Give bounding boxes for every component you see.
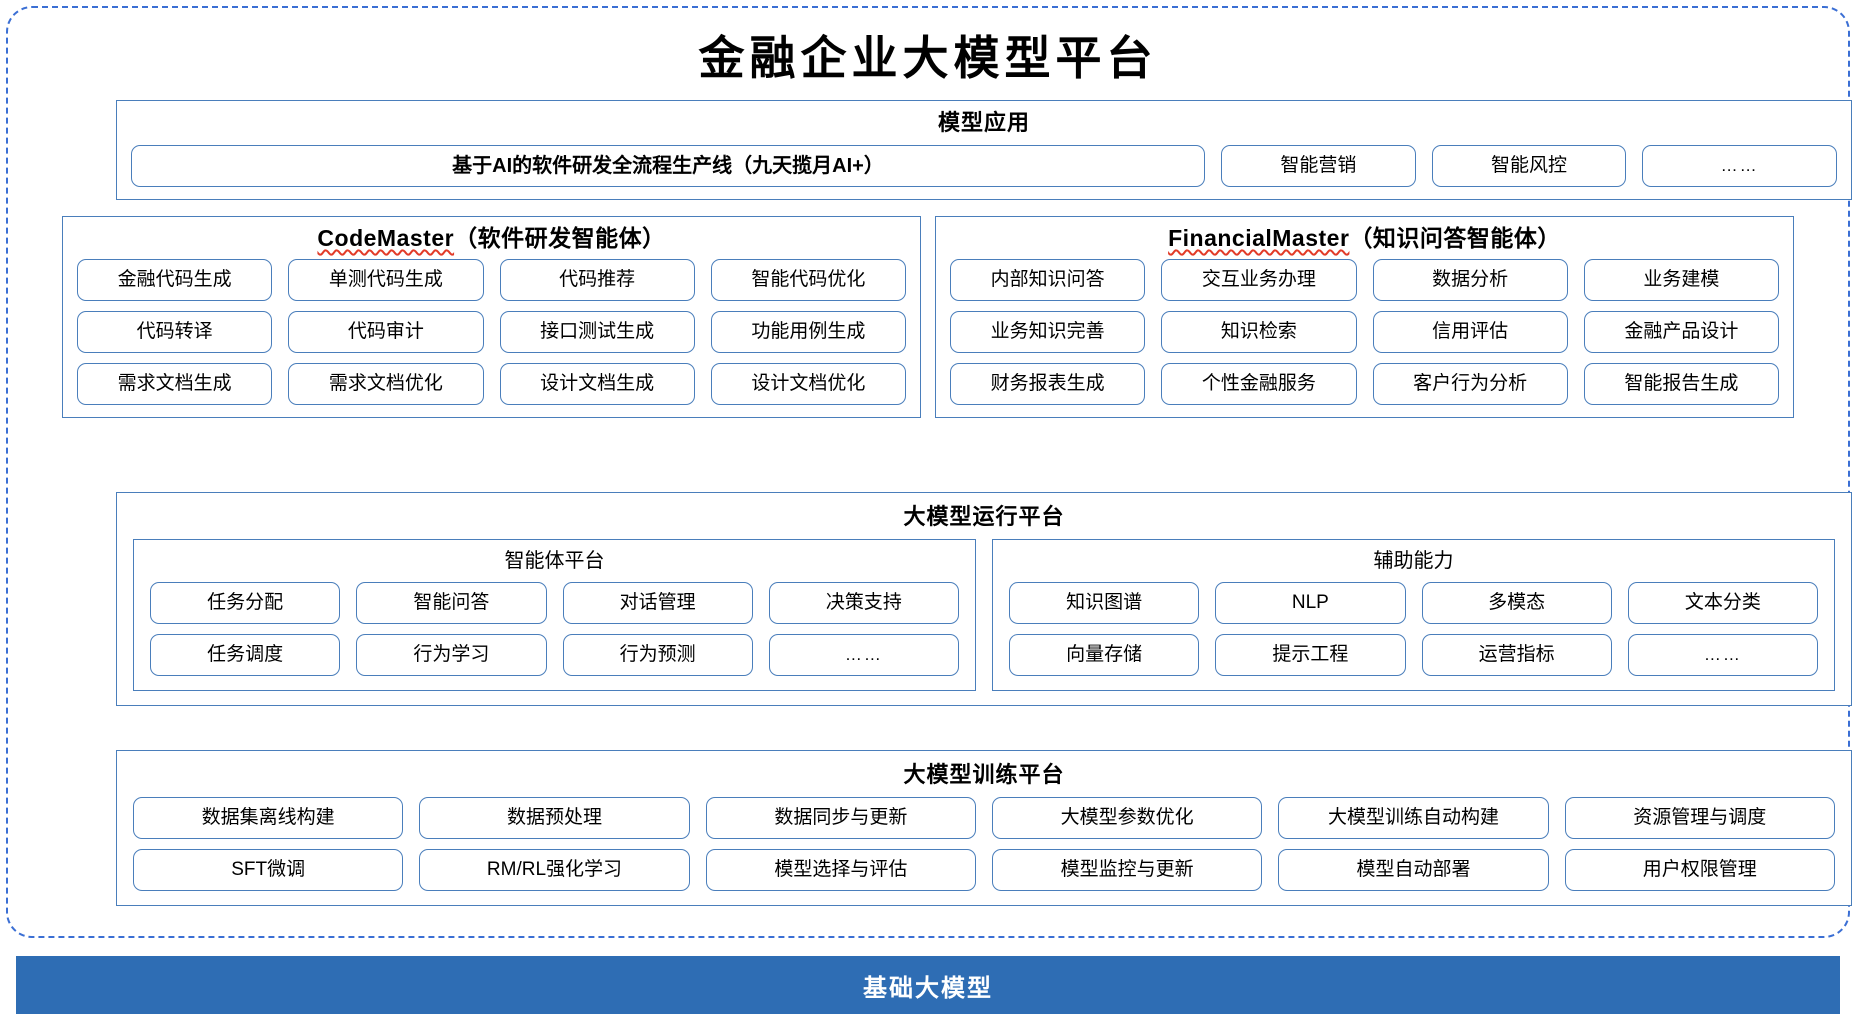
runtime-column-title-auxiliary-capabilities: 辅助能力 xyxy=(1373,550,1454,573)
training-item[interactable]: 数据集离线构建 xyxy=(133,797,404,840)
section-title-training-platform: 大模型训练平台 xyxy=(903,762,1065,787)
agent-item[interactable]: 数据分析 xyxy=(1372,259,1568,302)
agent-item[interactable]: 业务知识完善 xyxy=(950,311,1146,354)
runtime-item[interactable]: 智能问答 xyxy=(356,582,547,625)
agent-item[interactable]: 需求文档生成 xyxy=(77,363,273,406)
section-runtime-platform: 大模型运行平台 智能体平台 任务分配 智能问答 对话管理 决策支持 任务调度 行… xyxy=(116,492,1852,707)
agent-item[interactable]: 金融代码生成 xyxy=(77,259,273,302)
app-item-production-line[interactable]: 基于AI的软件研发全流程生产线（九天揽月AI+） xyxy=(131,145,1205,188)
base-model-label: 基础大模型 xyxy=(863,974,993,1002)
runtime-item[interactable]: 行为学习 xyxy=(356,634,547,677)
agent-item[interactable]: 设计文档优化 xyxy=(710,363,906,406)
runtime-item[interactable]: 知识图谱 xyxy=(1009,582,1200,625)
runtime-columns: 智能体平台 任务分配 智能问答 对话管理 决策支持 任务调度 行为学习 行为预测… xyxy=(133,539,1835,692)
runtime-item[interactable]: NLP xyxy=(1215,582,1406,625)
agent-item[interactable]: 代码转译 xyxy=(77,311,273,354)
training-item[interactable]: 数据同步与更新 xyxy=(705,797,976,840)
runtime-item[interactable]: 运营指标 xyxy=(1421,634,1612,677)
training-item[interactable]: SFT微调 xyxy=(133,849,404,892)
agent-item[interactable]: 设计文档生成 xyxy=(499,363,695,406)
section-training-platform: 大模型训练平台 数据集离线构建 数据预处理 数据同步与更新 大模型参数优化 大模… xyxy=(116,750,1852,907)
base-model-bar: 基础大模型 xyxy=(16,956,1840,1014)
runtime-row: 向量存储 提示工程 运营指标 …… xyxy=(1009,634,1818,677)
outer-dashed-frame: 金融企业大模型平台 模型应用 基于AI的软件研发全流程生产线（九天揽月AI+） … xyxy=(6,6,1852,938)
runtime-item[interactable]: 决策支持 xyxy=(768,582,959,625)
runtime-item[interactable]: 对话管理 xyxy=(562,582,753,625)
agent-item[interactable]: 代码审计 xyxy=(288,311,484,354)
runtime-item[interactable]: 文本分类 xyxy=(1627,582,1818,625)
training-row: SFT微调 RM/RL强化学习 模型选择与评估 模型监控与更新 模型自动部署 用… xyxy=(133,849,1835,892)
training-item[interactable]: 模型自动部署 xyxy=(1278,849,1549,892)
agent-row: 金融代码生成 单测代码生成 代码推荐 智能代码优化 xyxy=(77,259,906,302)
runtime-row: 任务分配 智能问答 对话管理 决策支持 xyxy=(150,582,959,625)
agent-row: 代码转译 代码审计 接口测试生成 功能用例生成 xyxy=(77,311,906,354)
agent-row: 财务报表生成 个性金融服务 客户行为分析 智能报告生成 xyxy=(950,363,1779,406)
agent-item[interactable]: 交互业务办理 xyxy=(1161,259,1357,302)
app-item-more[interactable]: …… xyxy=(1642,145,1838,188)
runtime-item[interactable]: 向量存储 xyxy=(1009,634,1200,677)
agent-item[interactable]: 代码推荐 xyxy=(499,259,695,302)
section-title-runtime-platform: 大模型运行平台 xyxy=(903,504,1065,529)
training-item[interactable]: 用户权限管理 xyxy=(1564,849,1835,892)
agent-row: 内部知识问答 交互业务办理 数据分析 业务建模 xyxy=(950,259,1779,302)
app-item-smart-risk-control[interactable]: 智能风控 xyxy=(1431,145,1627,188)
agent-item[interactable]: 内部知识问答 xyxy=(950,259,1146,302)
agent-item[interactable]: 智能报告生成 xyxy=(1583,363,1779,406)
training-item[interactable]: 大模型训练自动构建 xyxy=(1278,797,1549,840)
runtime-item[interactable]: 提示工程 xyxy=(1215,634,1406,677)
runtime-column-agent-platform: 智能体平台 任务分配 智能问答 对话管理 决策支持 任务调度 行为学习 行为预测… xyxy=(133,539,976,692)
section-title-model-application: 模型应用 xyxy=(937,110,1030,135)
agent-card-financialmaster: FinancialMaster（知识问答智能体） 内部知识问答 交互业务办理 数… xyxy=(935,216,1794,419)
runtime-row: 知识图谱 NLP 多模态 文本分类 xyxy=(1009,582,1818,625)
runtime-column-auxiliary-capabilities: 辅助能力 知识图谱 NLP 多模态 文本分类 向量存储 提示工程 运营指标 …… xyxy=(992,539,1835,692)
agent-item[interactable]: 单测代码生成 xyxy=(288,259,484,302)
agent-item[interactable]: 客户行为分析 xyxy=(1372,363,1568,406)
agent-item[interactable]: 个性金融服务 xyxy=(1161,363,1357,406)
agent-item[interactable]: 信用评估 xyxy=(1372,311,1568,354)
training-row: 数据集离线构建 数据预处理 数据同步与更新 大模型参数优化 大模型训练自动构建 … xyxy=(133,797,1835,840)
agent-name-cn-codemaster: （软件研发智能体） xyxy=(454,225,666,251)
training-item[interactable]: 大模型参数优化 xyxy=(991,797,1263,840)
agent-item[interactable]: 业务建模 xyxy=(1583,259,1779,302)
agent-item[interactable]: 需求文档优化 xyxy=(288,363,484,406)
training-item[interactable]: 资源管理与调度 xyxy=(1564,797,1835,840)
page-title: 金融企业大模型平台 xyxy=(698,33,1158,84)
agent-row: 需求文档生成 需求文档优化 设计文档生成 设计文档优化 xyxy=(77,363,906,406)
agent-card-codemaster: CodeMaster（软件研发智能体） 金融代码生成 单测代码生成 代码推荐 智… xyxy=(62,216,921,419)
training-item[interactable]: 模型监控与更新 xyxy=(991,849,1263,892)
agent-title-codemaster: CodeMaster（软件研发智能体） xyxy=(77,225,906,251)
agent-name-en-financialmaster: FinancialMaster xyxy=(1168,225,1350,251)
agent-title-financialmaster: FinancialMaster（知识问答智能体） xyxy=(950,225,1779,251)
runtime-row: 任务调度 行为学习 行为预测 …… xyxy=(150,634,959,677)
runtime-column-title-agent-platform: 智能体平台 xyxy=(504,550,605,573)
agent-item[interactable]: 知识检索 xyxy=(1161,311,1357,354)
runtime-item-more[interactable]: …… xyxy=(768,634,959,677)
agent-name-cn-financialmaster: （知识问答智能体） xyxy=(1349,225,1561,251)
app-item-smart-marketing[interactable]: 智能营销 xyxy=(1221,145,1416,188)
agent-item[interactable]: 金融产品设计 xyxy=(1583,311,1779,354)
runtime-item-more[interactable]: …… xyxy=(1627,634,1818,677)
runtime-item[interactable]: 任务调度 xyxy=(150,634,341,677)
model-application-items-row: 基于AI的软件研发全流程生产线（九天揽月AI+） 智能营销 智能风控 …… xyxy=(131,145,1838,188)
runtime-item[interactable]: 多模态 xyxy=(1421,582,1612,625)
training-item[interactable]: RM/RL强化学习 xyxy=(419,849,690,892)
training-item[interactable]: 数据预处理 xyxy=(419,797,690,840)
runtime-item[interactable]: 行为预测 xyxy=(562,634,753,677)
agent-item[interactable]: 智能代码优化 xyxy=(710,259,906,302)
agent-row: 业务知识完善 知识检索 信用评估 金融产品设计 xyxy=(950,311,1779,354)
agent-item[interactable]: 接口测试生成 xyxy=(499,311,695,354)
agent-item[interactable]: 功能用例生成 xyxy=(710,311,906,354)
agent-item[interactable]: 财务报表生成 xyxy=(950,363,1146,406)
runtime-item[interactable]: 任务分配 xyxy=(150,582,341,625)
agent-name-en-codemaster: CodeMaster xyxy=(317,225,455,251)
training-item[interactable]: 模型选择与评估 xyxy=(705,849,976,892)
section-model-application: 模型应用 基于AI的软件研发全流程生产线（九天揽月AI+） 智能营销 智能风控 … xyxy=(116,100,1852,200)
agents-row: CodeMaster（软件研发智能体） 金融代码生成 单测代码生成 代码推荐 智… xyxy=(8,216,1848,419)
